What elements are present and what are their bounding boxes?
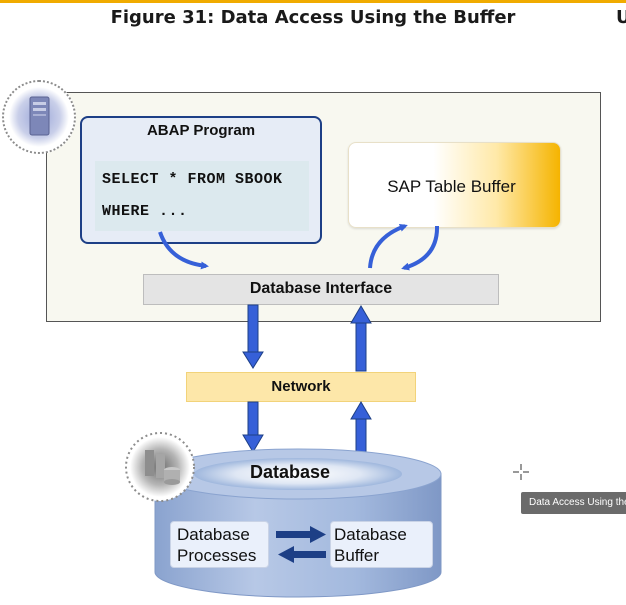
- processes-to-buffer-arrow: [276, 526, 326, 543]
- network-label: Network: [271, 378, 331, 395]
- code-line-select: SELECT * FROM SBOOK: [102, 171, 283, 188]
- database-buffer-box: [330, 521, 433, 568]
- abap-code-area: [95, 161, 309, 231]
- database-processes-label-line2: Processes: [177, 546, 257, 565]
- crosshair-cursor-icon: [513, 464, 529, 480]
- code-line-where: WHERE ...: [102, 203, 188, 220]
- database-interface-bar: [143, 274, 499, 305]
- figure-title: Figure 31: Data Access Using the Buffer: [110, 7, 516, 28]
- abap-program-title: ABAP Program: [146, 122, 256, 139]
- sap-table-buffer-box: [348, 142, 561, 228]
- sap-table-buffer-label: SAP Table Buffer: [387, 177, 516, 196]
- database-title: Database: [249, 462, 331, 482]
- buffer-to-processes-arrow: [278, 546, 326, 563]
- interface-to-buffer-curved-arrow: [368, 223, 408, 269]
- database-processes-box: [170, 521, 269, 568]
- database-server-icon: [125, 432, 195, 502]
- down-arrow-network-to-database: [242, 401, 264, 453]
- up-arrow-database-to-network: [350, 401, 372, 453]
- abap-to-interface-curved-arrow: [158, 231, 209, 270]
- database-buffer-label-line1: Database: [334, 525, 407, 544]
- clipped-next-title-letter: U: [616, 7, 626, 28]
- buffer-to-interface-curved-arrow: [401, 225, 440, 271]
- database-buffer-label-line2: Buffer: [334, 546, 380, 565]
- down-arrow-interface-to-network: [242, 304, 264, 369]
- network-bar: [186, 372, 416, 402]
- hover-tooltip: Data Access Using the Buffer: [521, 492, 626, 514]
- server-icon: [2, 80, 76, 154]
- database-interface-label: Database Interface: [249, 280, 393, 297]
- database-processes-label-line1: Database: [177, 525, 250, 544]
- up-arrow-network-to-interface: [350, 305, 372, 372]
- top-accent-bar: [0, 0, 626, 3]
